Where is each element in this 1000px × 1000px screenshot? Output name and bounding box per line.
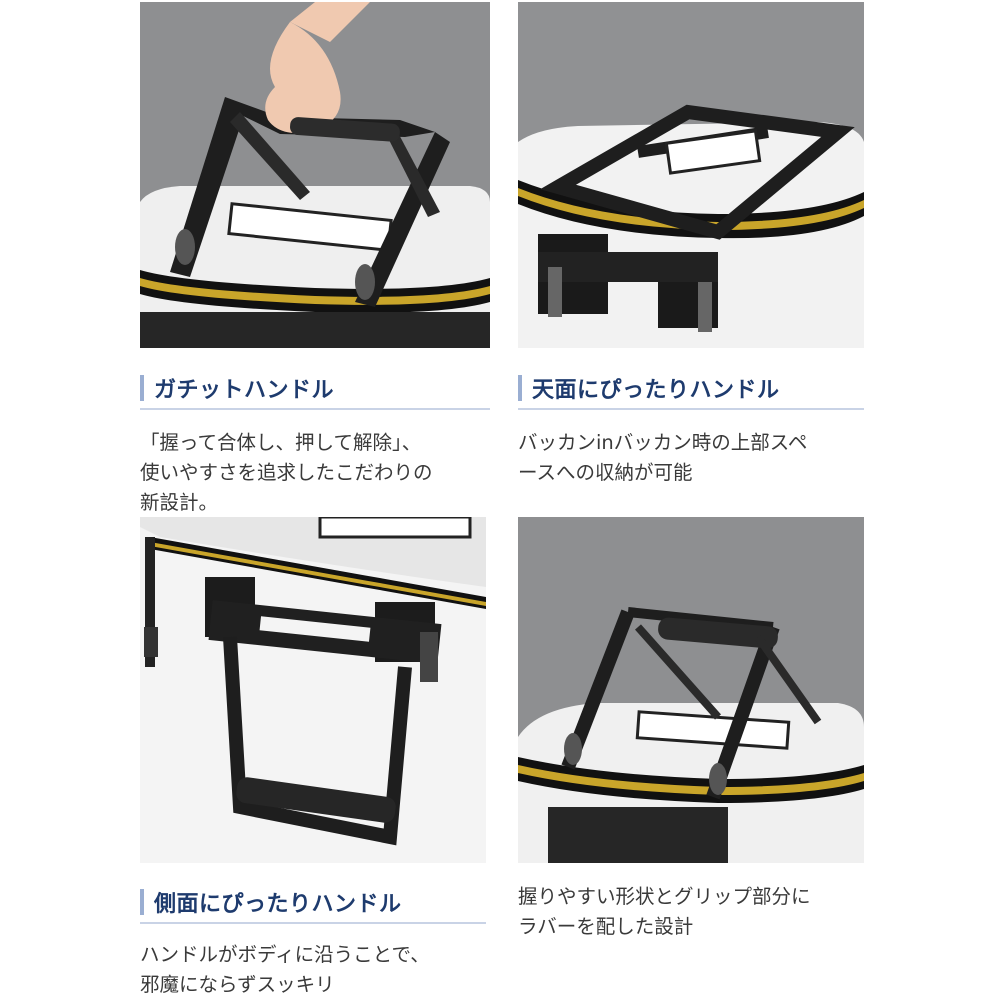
photo-top-handle (518, 2, 864, 348)
heading-rule (518, 408, 864, 410)
side-handle-image (140, 517, 486, 863)
description-grip-handle: 握りやすい形状とグリップ部分に ラバーを配した設計 (518, 885, 811, 938)
description-gachit-handle: 「握って合体し、押して解除」、 使いやすさを追求したこだわりの 新設計。 (140, 431, 433, 514)
heading-accent-bar (140, 889, 144, 915)
gachit-handle-image (140, 2, 490, 348)
heading-rule (140, 922, 486, 924)
photo-gachit-handle (140, 2, 490, 348)
description-side-handle: ハンドルがボディに沿うことで、 邪魔にならずスッキリ (140, 943, 430, 996)
heading-accent-bar (518, 375, 522, 401)
heading-text: 天面にぴったりハンドル (532, 378, 780, 403)
grip-handle-image (518, 517, 864, 863)
heading-gachit-handle: ガチットハンドル (140, 368, 334, 408)
heading-top-handle: 天面にぴったりハンドル (518, 368, 780, 408)
description-top-handle: バッカンinバッカン時の上部スペ ースへの収納が可能 (518, 431, 808, 484)
heading-accent-bar (140, 375, 144, 401)
top-handle-image (518, 2, 864, 348)
heading-side-handle: 側面にぴったりハンドル (140, 882, 402, 922)
heading-text: 側面にぴったりハンドル (154, 892, 402, 917)
heading-rule (140, 408, 490, 410)
heading-text: ガチットハンドル (154, 378, 335, 403)
photo-grip-handle (518, 517, 864, 863)
photo-side-handle (140, 517, 486, 863)
